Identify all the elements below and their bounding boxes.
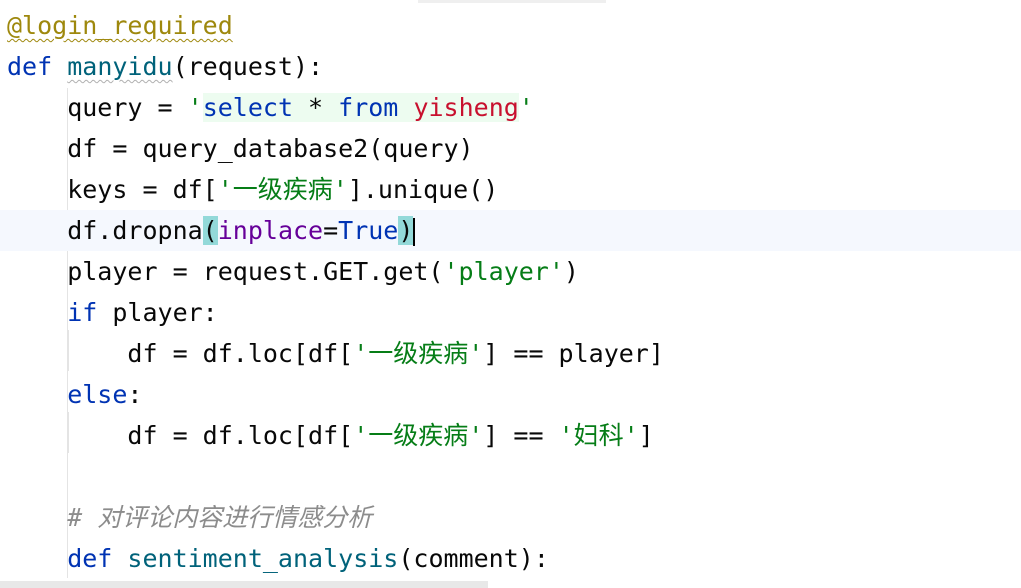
code-text: (request): bbox=[172, 52, 324, 81]
code-text: df = query_database2(query) bbox=[7, 134, 474, 163]
code-text: : bbox=[127, 380, 143, 409]
matched-paren: ) bbox=[398, 216, 414, 245]
code-text: player: bbox=[97, 298, 218, 327]
code-text: ].unique() bbox=[347, 175, 499, 204]
partial-next-line bbox=[0, 581, 488, 588]
sql-text: * bbox=[293, 93, 339, 122]
decorator: @login_required bbox=[7, 11, 233, 40]
code-line[interactable]: keys = df['一级疾病'].unique() bbox=[0, 169, 1021, 210]
keyword-def: def bbox=[7, 52, 53, 81]
string-literal: '一级疾病' bbox=[353, 421, 484, 450]
indent-guide bbox=[67, 88, 68, 578]
keyword-if: if bbox=[7, 298, 98, 327]
code-text: df = df.loc[df[ bbox=[7, 421, 354, 450]
code-text: df = df.loc[df[ bbox=[7, 339, 354, 368]
code-text: (comment): bbox=[398, 544, 549, 573]
string-quote: ' bbox=[518, 93, 534, 122]
indent-guide bbox=[68, 330, 69, 371]
string-quote: ' bbox=[187, 93, 203, 122]
string-literal: 'player' bbox=[443, 257, 564, 286]
code-line[interactable]: # 对评论内容进行情感分析 bbox=[0, 497, 1021, 538]
code-text: query = bbox=[7, 93, 188, 122]
scroll-hint-top bbox=[418, 0, 606, 3]
code-line[interactable]: @login_required bbox=[0, 5, 1021, 46]
sql-text bbox=[398, 93, 413, 122]
code-line[interactable]: def manyidu(request): bbox=[0, 46, 1021, 87]
named-parameter: inplace bbox=[217, 216, 324, 245]
text-caret bbox=[413, 218, 416, 246]
sql-injection: select * from yisheng bbox=[202, 93, 519, 122]
code-text bbox=[112, 544, 127, 573]
code-line[interactable]: else: bbox=[0, 374, 1021, 415]
keyword-def: def bbox=[7, 544, 113, 573]
code-line[interactable]: df = df.loc[df['一级疾病'] == player] bbox=[0, 333, 1021, 374]
code-line[interactable]: if player: bbox=[0, 292, 1021, 333]
keyword-else: else bbox=[7, 380, 128, 409]
function-name: manyidu bbox=[67, 52, 173, 81]
code-text: keys = df[ bbox=[7, 175, 218, 204]
code-line[interactable]: query = 'select * from yisheng' bbox=[0, 87, 1021, 128]
code-line[interactable]: df = query_database2(query) bbox=[0, 128, 1021, 169]
current-code-line[interactable]: df.dropna(inplace=True) bbox=[0, 210, 1021, 251]
code-line[interactable]: df = df.loc[df['一级疾病'] == '妇科'] bbox=[0, 415, 1021, 456]
indent-guide bbox=[68, 412, 69, 453]
sql-keyword: from bbox=[338, 93, 399, 122]
code-line[interactable]: player = request.GET.get('player') bbox=[0, 251, 1021, 292]
string-literal: '一级疾病' bbox=[353, 339, 484, 368]
code-line[interactable]: def sentiment_analysis(comment): bbox=[0, 538, 1021, 579]
function-name: sentiment_analysis bbox=[127, 544, 399, 573]
empty-code-line[interactable] bbox=[0, 456, 1021, 497]
string-literal: '妇科' bbox=[558, 421, 639, 450]
code-text: player = request.GET.get( bbox=[7, 257, 444, 286]
code-text: ] == player] bbox=[483, 339, 664, 368]
code-comment: # 对评论内容进行情感分析 bbox=[7, 503, 373, 532]
sql-table: yisheng bbox=[413, 93, 519, 122]
code-text: ] == bbox=[483, 421, 559, 450]
code-text: ] bbox=[638, 421, 654, 450]
code-text: df.dropna bbox=[7, 216, 203, 245]
sql-keyword: select bbox=[202, 93, 293, 122]
matched-paren: ( bbox=[202, 216, 218, 245]
string-literal: '一级疾病' bbox=[217, 175, 348, 204]
code-text: = bbox=[323, 216, 339, 245]
code-text: ) bbox=[563, 257, 579, 286]
keyword-true: True bbox=[338, 216, 399, 245]
